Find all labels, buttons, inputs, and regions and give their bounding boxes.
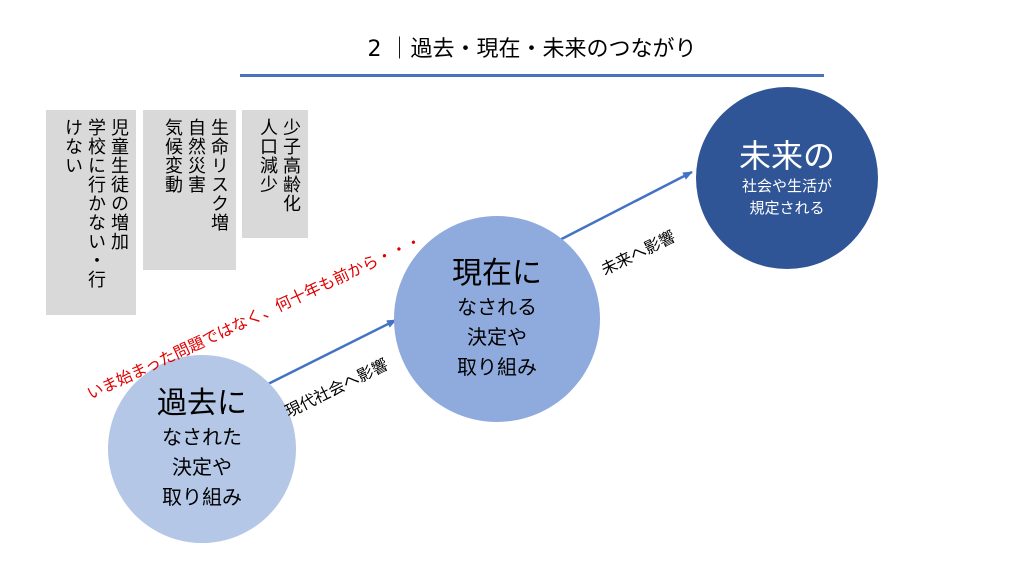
issue-box-school-absence: 児童生徒の増加学校に行かない・行けない bbox=[46, 110, 136, 315]
future-circle: 未来の 社会や生活が 規定される bbox=[696, 87, 878, 269]
issue-box-population: 少子高齢化人口減少 bbox=[242, 110, 308, 238]
present-circle-line-3: 取り組み bbox=[457, 355, 537, 379]
past-circle-line-2: 決定や bbox=[172, 455, 232, 479]
issue-box-climate: 生命リスク増自然災害気候変動 bbox=[143, 110, 236, 270]
past-circle-line-3: 取り組み bbox=[162, 485, 242, 509]
title-underline bbox=[240, 74, 824, 77]
issue-box-school-absence-text: 児童生徒の増加学校に行かない・行けない bbox=[62, 118, 129, 289]
arrow-past-to-present bbox=[247, 318, 397, 396]
present-circle-line-1: なされる bbox=[457, 295, 537, 319]
future-circle-line-1: 社会や生活が bbox=[741, 177, 832, 195]
issue-box-population-text: 少子高齢化人口減少 bbox=[257, 118, 301, 213]
present-circle-line-2: 決定や bbox=[467, 325, 527, 349]
past-circle-line-1: なされた bbox=[162, 425, 242, 449]
future-circle-line-2: 規定される bbox=[749, 199, 825, 217]
past-circle: 過去に なされた 決定や 取り組み bbox=[108, 355, 296, 543]
present-circle-heading: 現在に bbox=[452, 256, 542, 291]
issue-box-climate-text: 生命リスク増自然災害気候変動 bbox=[162, 118, 229, 232]
future-circle-heading: 未来の bbox=[738, 137, 835, 175]
slide-title: 2 ｜過去・現在・未来のつながり bbox=[367, 37, 697, 62]
arrow-present-to-future bbox=[547, 170, 693, 248]
present-circle: 現在に なされる 決定や 取り組み bbox=[394, 216, 600, 422]
past-circle-heading: 過去に bbox=[157, 386, 247, 421]
